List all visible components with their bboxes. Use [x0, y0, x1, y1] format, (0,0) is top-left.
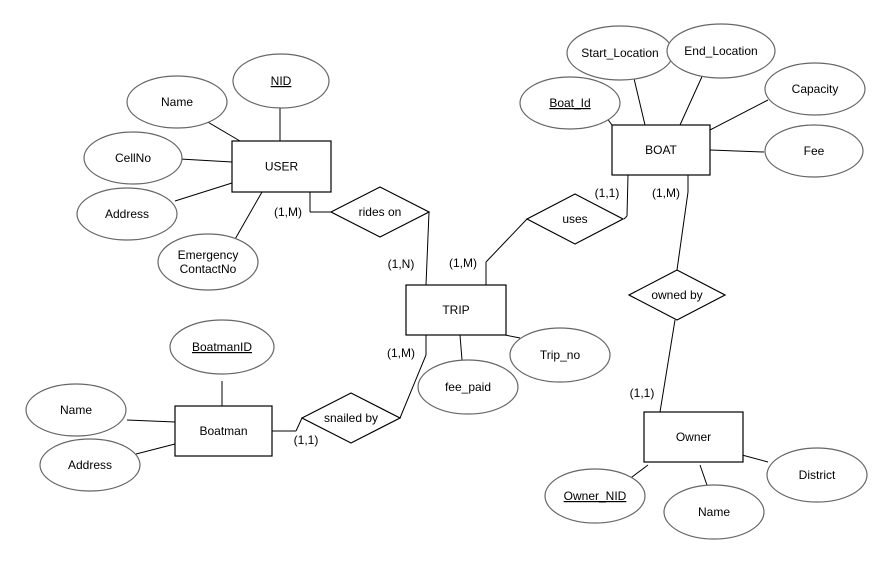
connector-line: [179, 158, 233, 163]
attribute-boat-cap: Capacity: [764, 62, 866, 116]
entity-label: USER: [265, 160, 299, 174]
relationship-label: uses: [562, 212, 587, 226]
attribute-user-addr: Address: [76, 187, 178, 241]
attribute-label: Boat_Id: [549, 96, 590, 110]
entity-user: USER: [231, 140, 332, 193]
attribute-label: District: [799, 468, 836, 482]
attribute-label: BoatmanID: [192, 340, 252, 354]
attribute-label: Start_Location: [581, 46, 658, 60]
attribute-label: fee_paid: [445, 380, 491, 394]
attribute-label: NID: [271, 74, 292, 88]
connector-line: [459, 334, 463, 361]
attribute-user-nid: NID: [232, 53, 330, 109]
entity-boat: BOAT: [611, 124, 711, 176]
attribute-label: Address: [68, 458, 112, 472]
attribute-label: Name: [60, 403, 92, 417]
connector-line: [741, 454, 769, 463]
attribute-bm-id: BoatmanID: [169, 319, 275, 375]
cardinality-label: (1,M): [449, 256, 477, 270]
cardinality-label: (1,N): [388, 257, 415, 271]
connector-line: [679, 69, 706, 126]
attribute-boat-id: Boat_Id: [519, 76, 621, 130]
attribute-user-name: Name: [126, 75, 228, 129]
relationship-rides: rides on: [329, 186, 431, 238]
attribute-label: CellNo: [115, 151, 151, 165]
attribute-boat-fee: Fee: [764, 124, 864, 178]
connector-line: [205, 120, 241, 142]
connector-line: [485, 218, 528, 263]
connector-line: [425, 211, 430, 286]
attribute-label: Name: [698, 505, 730, 519]
entity-boatman: Boatman: [174, 405, 273, 457]
attribute-boat-start: Start_Location: [566, 25, 674, 81]
entity-label: Owner: [676, 430, 711, 444]
attribute-label: Capacity: [792, 82, 839, 96]
attribute-label: Fee: [804, 144, 825, 158]
connector-line: [295, 417, 303, 432]
relationship-label: snailed by: [324, 411, 378, 425]
relationship-label: rides on: [359, 205, 402, 219]
connector-line: [709, 149, 765, 153]
attribute-ow-dist: District: [766, 447, 868, 503]
relationship-uses: uses: [525, 193, 625, 245]
cardinality-label: (1,1): [595, 186, 620, 200]
cardinality-label: (1,M): [387, 346, 415, 360]
connector-line: [399, 354, 427, 419]
connector-line: [623, 215, 628, 220]
connector-line: [659, 319, 676, 413]
attribute-trip-no: Trip_no: [509, 327, 611, 383]
attribute-ow-nid: Owner_NID: [544, 468, 646, 524]
connector-line: [126, 419, 176, 423]
attribute-bm-addr: Address: [39, 438, 141, 492]
cardinality-label: (1,1): [294, 433, 319, 447]
attribute-label: Address: [105, 207, 149, 221]
relationship-owned: owned by: [627, 269, 727, 321]
relationship-snailed: snailed by: [300, 392, 402, 444]
connector-line: [504, 334, 521, 339]
connector-line: [699, 464, 709, 489]
connector-line: [676, 191, 689, 271]
attribute-label: Owner_NID: [564, 489, 627, 503]
connector-line: [626, 174, 629, 217]
entity-label: TRIP: [442, 303, 469, 317]
cardinality-label: (1,M): [652, 186, 680, 200]
relationship-label: owned by: [651, 288, 702, 302]
attribute-bm-name: Name: [25, 383, 127, 437]
attribute-label: Name: [161, 95, 193, 109]
cardinality-label: (1,M): [274, 205, 302, 219]
connector-line: [135, 443, 176, 455]
entity-label: Boatman: [199, 424, 247, 438]
entity-trip: TRIP: [405, 284, 507, 336]
entity-label: BOAT: [645, 143, 677, 157]
attribute-boat-end: End_Location: [666, 23, 776, 79]
connector-line: [709, 99, 769, 131]
attribute-label: End_Location: [684, 44, 757, 58]
entity-owner: Owner: [643, 411, 744, 463]
attribute-ow-name: Name: [663, 484, 765, 540]
attribute-label: Trip_no: [540, 348, 581, 362]
attribute-user-cell: CellNo: [83, 131, 183, 185]
cardinality-label: (1,1): [630, 386, 655, 400]
connector-line: [174, 182, 233, 202]
attribute-trip-fee: fee_paid: [417, 359, 519, 415]
